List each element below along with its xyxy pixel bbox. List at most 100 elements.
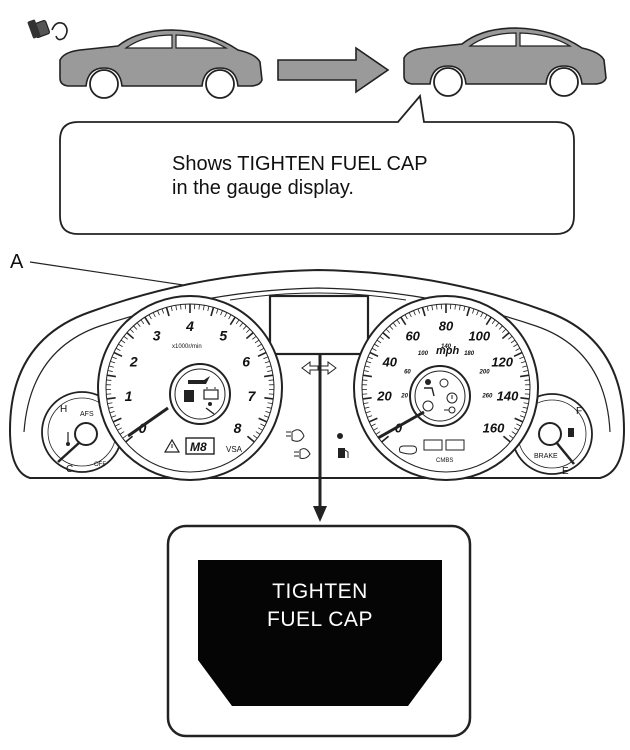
speedo-tick <box>514 427 519 431</box>
tach-tick <box>267 402 273 405</box>
tach-tick <box>264 360 270 364</box>
speedo-mph-number: 120 <box>491 354 513 369</box>
speedo-mph-number: 160 <box>483 420 505 435</box>
tach-tick <box>161 308 165 314</box>
speedo-tick <box>484 314 488 320</box>
speedo-tick <box>502 435 511 443</box>
tpms-icon <box>399 445 417 455</box>
temperature-gauge: H C AFS OFF <box>41 391 123 475</box>
speedo-tick <box>508 335 513 340</box>
speedo-tick <box>374 343 379 348</box>
turn-signal-left-icon <box>301 361 319 375</box>
temp-h-label: H <box>60 404 67 415</box>
speedo-tick <box>379 335 384 340</box>
callout-box: Shows TIGHTEN FUEL CAP in the gauge disp… <box>59 93 575 235</box>
tach-number: 3 <box>153 328 161 344</box>
speedo-tick <box>463 306 466 312</box>
tach-tick <box>224 312 228 318</box>
speedo-tick <box>364 406 370 409</box>
tach-number: 5 <box>219 328 227 344</box>
tach-tick <box>106 374 116 378</box>
label-a: A <box>10 251 24 273</box>
tach-tick <box>207 306 210 312</box>
speedo-tick <box>375 431 381 435</box>
tach-tick <box>107 370 113 372</box>
speedo-tick <box>396 319 401 325</box>
tach-tick <box>112 417 122 423</box>
lane-indicator <box>445 439 465 451</box>
tach-tick <box>258 427 263 431</box>
tach-tick <box>215 308 219 314</box>
tach-tick <box>175 305 178 311</box>
vsa-label: VSA <box>226 445 243 454</box>
afs-label: AFS <box>80 411 94 418</box>
tach-tick <box>220 310 223 316</box>
tach-tick <box>258 417 268 423</box>
afs-off-label: OFF <box>94 462 106 468</box>
speedo-tick <box>491 319 496 325</box>
tach-tick <box>266 406 272 409</box>
tach-tick <box>170 306 173 312</box>
tach-tick <box>108 406 114 409</box>
speedo-tick <box>522 406 528 409</box>
speedo-tick <box>371 347 377 351</box>
speedo-tick <box>367 415 373 418</box>
cruise-indicator <box>423 439 443 451</box>
speedo-kmh-number: 140 <box>441 344 452 350</box>
tach-number: 6 <box>242 354 250 370</box>
tach-tick <box>267 370 273 372</box>
speedo-mph-number: 40 <box>382 354 398 369</box>
speedo-tick <box>511 431 517 435</box>
speedo-tick <box>515 347 521 351</box>
tach-tick <box>265 411 271 414</box>
tach-tick <box>110 360 116 364</box>
tach-tick <box>144 316 151 326</box>
tach-tick <box>180 304 182 310</box>
fog-light-icon <box>294 448 311 459</box>
speedo-tick <box>376 339 382 344</box>
battery-icon <box>203 387 219 400</box>
pointer-arrowhead <box>313 506 327 522</box>
speed-unit: mph <box>436 345 460 357</box>
speedo-tick <box>408 312 412 318</box>
display-line-1: TIGHTEN <box>272 580 368 603</box>
speedo-tick <box>501 332 510 340</box>
speedo-tick <box>431 305 434 311</box>
speedo-tick <box>523 370 529 372</box>
fuel-f-label: F <box>576 406 582 417</box>
tach-tick <box>140 319 145 325</box>
tach-tick <box>198 304 200 310</box>
speedo-kmh-number: 20 <box>400 393 408 399</box>
tach-tick <box>133 325 138 330</box>
car-left-icon <box>59 29 263 99</box>
speedo-tick <box>520 396 530 400</box>
abs-icon <box>422 400 434 412</box>
tach-tick <box>259 347 265 351</box>
speedo-tick <box>381 435 390 443</box>
speedo-tick <box>363 402 369 405</box>
tach-tick <box>254 339 260 344</box>
light-indicator-icon <box>439 378 449 388</box>
display-line-2: FUEL CAP <box>267 608 373 631</box>
headlight-icon <box>286 429 305 442</box>
enlarged-display: TIGHTEN FUEL CAP <box>166 524 472 738</box>
speedo-tick <box>516 423 522 427</box>
speedo-kmh-number: 260 <box>481 393 493 399</box>
speedo-mph-number: 100 <box>468 328 490 343</box>
speedo-tick <box>523 402 529 405</box>
speedo-tick <box>369 351 379 358</box>
indicator-dot <box>337 433 343 439</box>
warning-triangle-icon <box>163 438 181 453</box>
tach-tick <box>257 351 267 358</box>
speedo-tick <box>454 304 456 310</box>
tach-number: 2 <box>129 354 138 370</box>
tach-tick <box>152 312 156 318</box>
tach-tick <box>126 332 135 340</box>
speedo-kmh-number: 60 <box>404 369 411 375</box>
speedo-tick <box>385 328 390 333</box>
speedo-tick <box>466 307 471 317</box>
tach-tick <box>228 314 232 320</box>
speedo-tick <box>519 415 525 418</box>
speedo-tick <box>514 417 524 423</box>
